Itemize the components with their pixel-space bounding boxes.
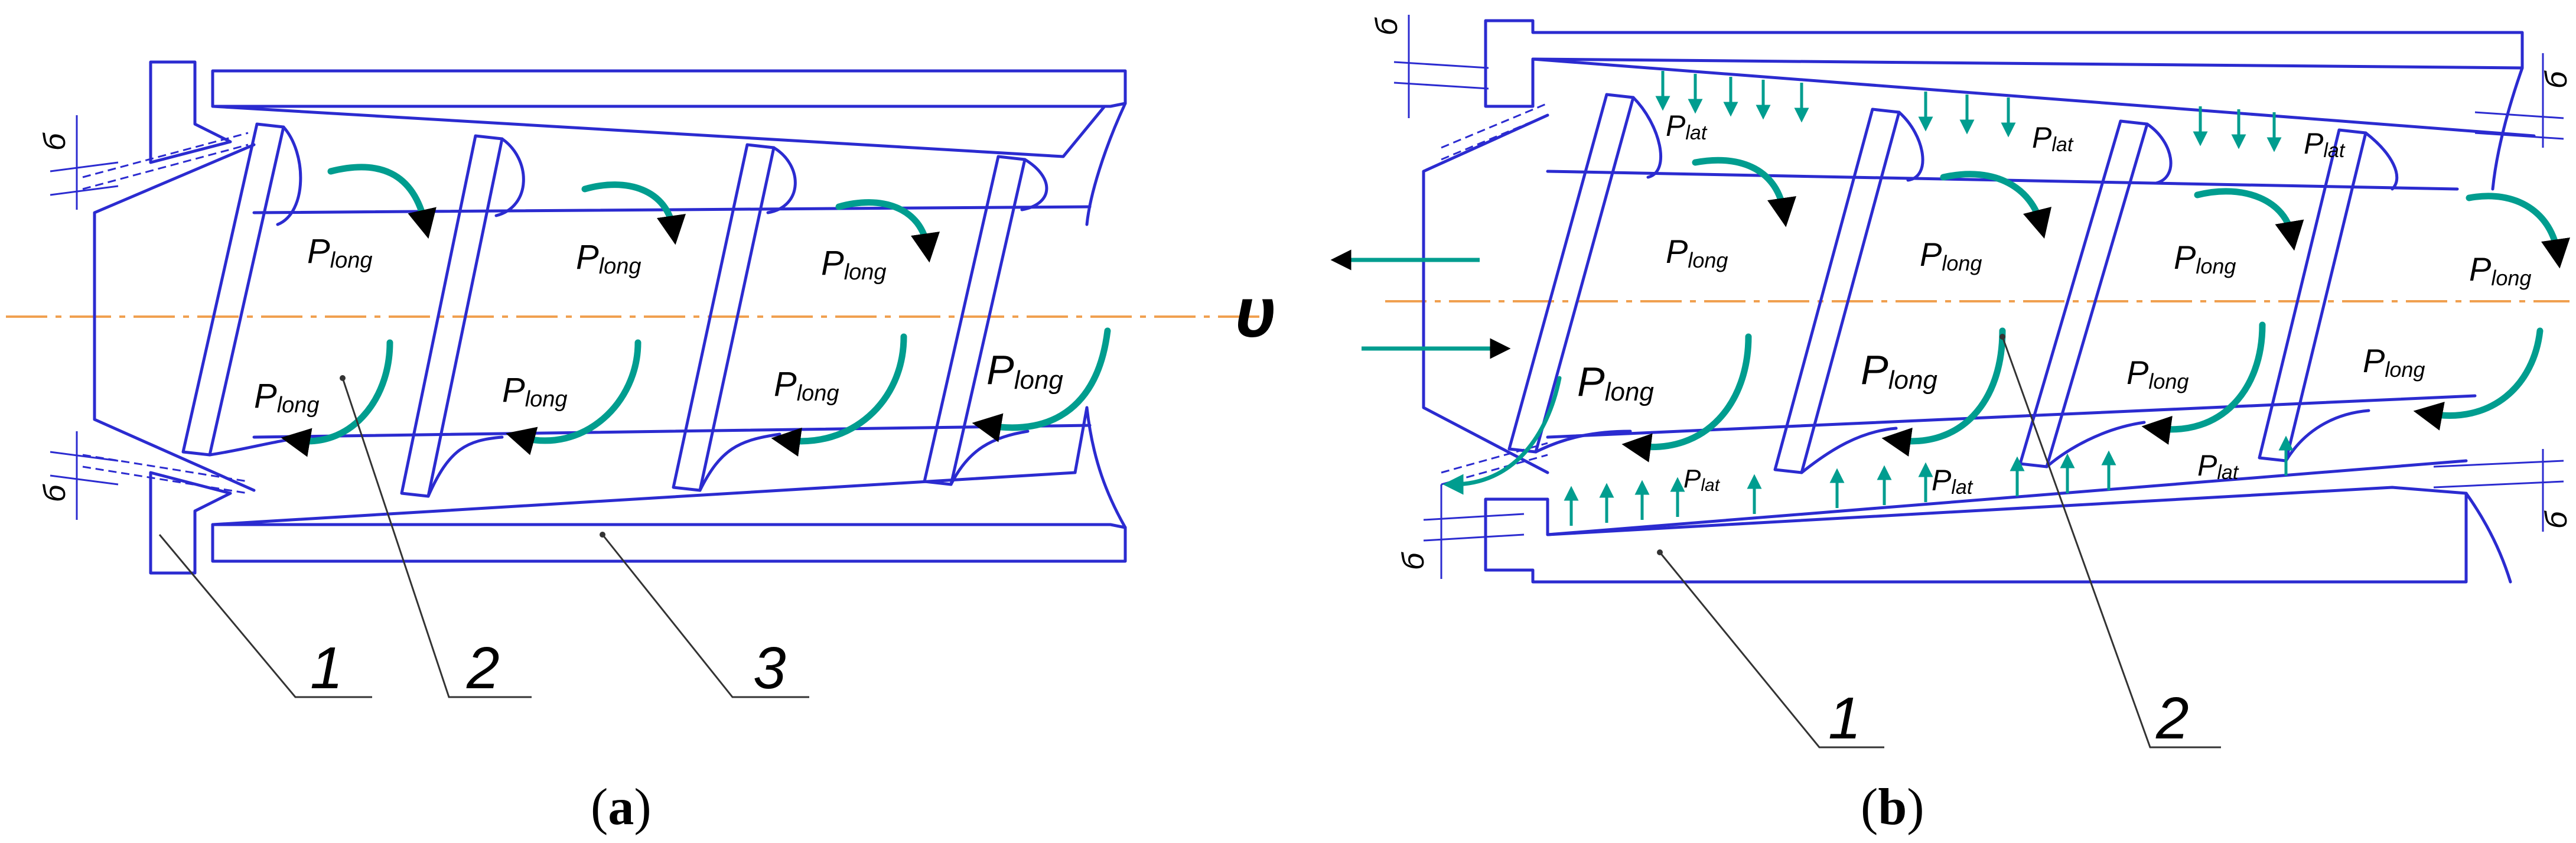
p-lat-label: Plat: [2032, 121, 2074, 156]
gap-dash-a: [82, 132, 249, 494]
barrel-break-bottom-a: [1085, 406, 1127, 529]
p-long-label: Plong: [1666, 233, 1728, 272]
p-long-label: Plong: [2363, 342, 2425, 382]
gap-dimension-top-a: б: [38, 115, 119, 210]
flow-arrows-a: [281, 164, 1111, 457]
lateral-pressure-arrows-bottom-b: [1564, 435, 2294, 526]
die-flange-bottom-a: [149, 471, 232, 575]
housing-bottom-wall-b: [1484, 486, 2468, 584]
gap-dimension-right-top-b: б: [2474, 53, 2574, 148]
part-number-1: 1: [310, 635, 343, 701]
p-lat-label: Plat: [2304, 127, 2346, 162]
leak-flow-arrow: [1442, 376, 1562, 495]
flow-arrow: [1940, 171, 2051, 239]
p-lat-label: Plat: [1932, 464, 1973, 499]
flow-arrow: [506, 339, 641, 455]
housing-top-wall-b: [1484, 19, 2524, 108]
part-number-3: 3: [753, 635, 786, 701]
panel-a: Plong Plong Plong Plong Plong Plong Plon…: [6, 60, 1273, 836]
p-long-label: Plong: [502, 371, 568, 412]
die-exit-a: [93, 143, 256, 492]
p-lat-label: Plat: [1666, 109, 1708, 144]
leader-3-a: [601, 534, 809, 698]
flow-arrow: [581, 181, 686, 245]
gap-dimension-right-bottom-b: б: [2433, 449, 2574, 532]
flow-arrow: [835, 199, 940, 263]
gap-symbol: б: [2539, 510, 2574, 529]
p-long-label: Plong: [576, 238, 641, 279]
barrel-inner-bottom-a: [211, 406, 1089, 526]
die-exit-b: [1422, 113, 1549, 474]
gap-dimension-left-top-b: б: [1370, 15, 1489, 118]
gap-symbol: б: [38, 132, 72, 151]
leader-2-b: [2001, 336, 2221, 748]
p-long-label: Plong: [307, 232, 373, 273]
gap-dash-b: [1441, 102, 1548, 486]
p-long-label: Plong: [986, 347, 1063, 395]
caption-a: (a): [591, 779, 652, 836]
flow-arrow: [771, 333, 907, 457]
flow-arrow: [281, 339, 393, 457]
screw-flights-b: [1507, 93, 2399, 474]
p-long-label: Plong: [2174, 239, 2236, 278]
screw-core-a: [252, 205, 1092, 439]
p-lat-label: Plat: [1683, 464, 1721, 495]
flow-arrow: [2194, 188, 2304, 251]
flow-arrow: [2141, 321, 2266, 445]
leader-2-a: [341, 377, 532, 698]
leader-1-b: [1659, 552, 1884, 748]
flow-arrow: [972, 327, 1111, 442]
gap-symbol: б: [1370, 17, 1404, 35]
p-long-label: Plong: [1577, 359, 1654, 406]
p-long-label: Plong: [1861, 347, 1937, 395]
barrel-inner-top-a: [211, 105, 1106, 158]
part-number-2: 2: [466, 635, 500, 701]
part-number-2: 2: [2155, 685, 2189, 751]
flow-arrows-b: [1442, 157, 2570, 495]
housing-break-top-b: [2491, 66, 2524, 191]
housing-inner-bottom-b: [1546, 459, 2468, 536]
flow-arrow: [1881, 327, 2006, 457]
die-flange-top-a: [149, 60, 232, 164]
p-long-label: Plong: [254, 377, 320, 418]
housing-inner-top-b: [1531, 57, 2536, 138]
flow-arrow: [327, 164, 437, 239]
flow-arrow: [2413, 327, 2544, 431]
barrel-bottom-wall-a: [211, 523, 1127, 563]
p-lat-label: Plat: [2197, 449, 2239, 484]
gap-symbol: б: [1396, 552, 1431, 570]
lateral-pressure-arrows-top-b: [1655, 71, 2282, 152]
flow-arrow: [1692, 157, 1796, 227]
p-long-label: Plong: [2469, 250, 2531, 290]
gap-dimension-bottom-a: б: [38, 431, 119, 520]
screw-core-b: [1546, 170, 2477, 439]
part-number-1: 1: [1828, 685, 1861, 751]
gap-symbol: б: [38, 484, 72, 502]
p-long-label: Plong: [774, 365, 839, 406]
caption-b: (b): [1861, 779, 1924, 836]
gap-dimension-left-bottom-b: б: [1396, 484, 1525, 579]
panel-b: υ: [1235, 15, 2574, 836]
p-long-label: Plong: [2126, 354, 2189, 393]
velocity-symbol: υ: [1235, 273, 1276, 352]
flow-arrow: [2466, 193, 2570, 269]
screw-flights-a: [181, 122, 1048, 498]
flow-arrow: [1621, 333, 1752, 463]
gap-symbol: б: [2539, 70, 2574, 89]
barrel-break-top-a: [1085, 102, 1127, 226]
p-long-label: Plong: [1920, 236, 1982, 275]
housing-break-bottom-b: [2464, 492, 2512, 584]
leader-1-a: [158, 534, 372, 698]
p-long-label: Plong: [821, 244, 887, 285]
barrel-top-wall-a: [211, 69, 1127, 108]
